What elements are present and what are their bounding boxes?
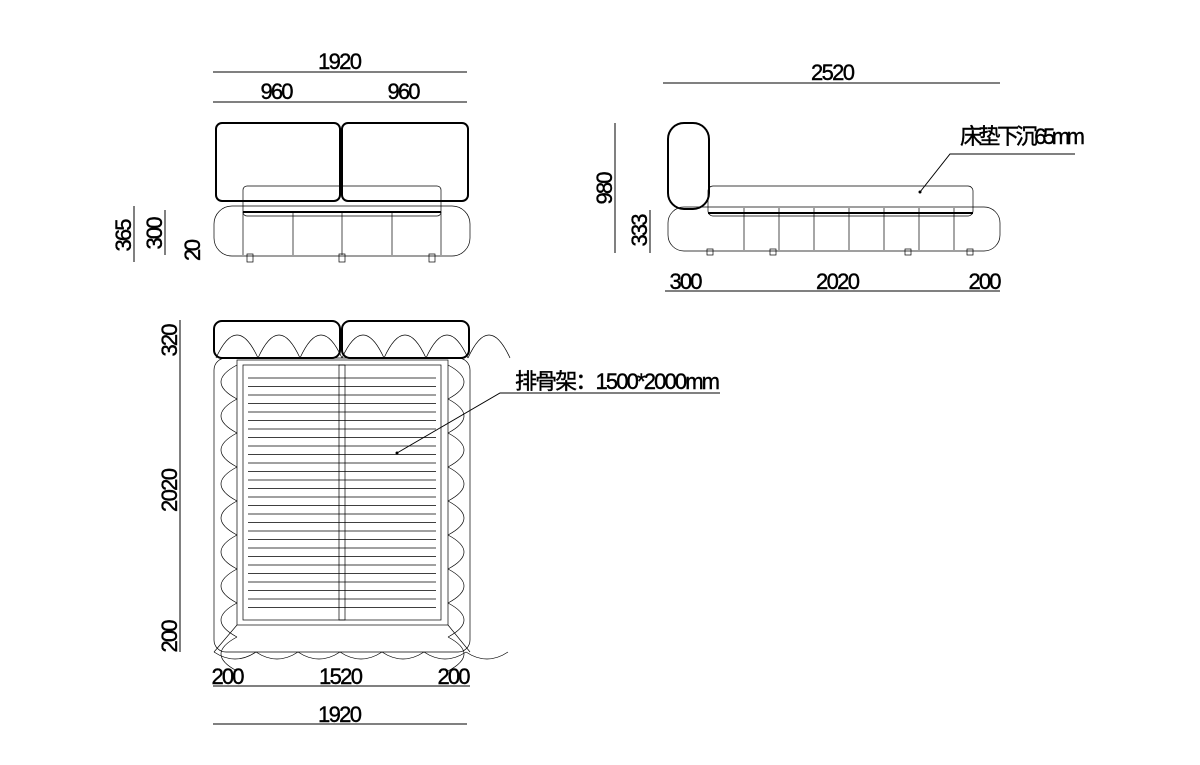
dim-overall-width: 1920 — [318, 49, 362, 74]
foot-lump — [297, 651, 341, 660]
dim-headboard-height: 980 — [592, 172, 617, 205]
dim-leg-height: 20 — [180, 239, 205, 261]
cushion-lump — [257, 334, 301, 359]
leg — [706, 248, 714, 256]
plan-inner-frame — [236, 359, 449, 626]
bed-base — [213, 205, 471, 257]
side-lump — [447, 534, 465, 570]
side-view: 2520 980 333 300 2020 200 床垫下沉65mm — [592, 60, 1085, 294]
side-lump — [447, 466, 465, 502]
dim-plan-foot-depth: 200 — [157, 620, 182, 653]
dim-side-right: 200 — [438, 664, 471, 689]
side-lump — [220, 398, 238, 434]
cushion-lump — [425, 334, 469, 359]
center-rail — [338, 364, 346, 621]
side-lump — [220, 432, 238, 468]
dim-plan-body-length: 2020 — [157, 468, 182, 512]
cushion-lump — [467, 334, 511, 359]
dim-half-width-right: 960 — [388, 79, 421, 104]
cushion-lump — [341, 334, 385, 359]
side-lump — [447, 636, 465, 672]
dim-height-base: 300 — [142, 217, 167, 250]
headboard-cushion-left — [215, 122, 341, 202]
side-lump — [447, 500, 465, 536]
side-lump — [447, 602, 465, 638]
dim-plan-headboard-depth: 320 — [157, 324, 182, 357]
side-lump — [220, 534, 238, 570]
base-seams — [242, 211, 442, 263]
side-lump — [220, 466, 238, 502]
dim-plan-overall-width: 1920 — [318, 702, 362, 727]
dim-half-width-left: 960 — [261, 79, 294, 104]
headboard-cushion-right — [341, 122, 469, 202]
bed-base-side — [667, 206, 1001, 252]
side-lump — [447, 364, 465, 400]
plan-headboard-right — [341, 320, 470, 359]
front-view: 1920 960 960 365 300 20 — [111, 49, 471, 263]
dim-inner-width: 1520 — [319, 664, 363, 689]
foot-lump — [423, 651, 467, 660]
dim-base-height: 333 — [627, 214, 652, 247]
leader-dot — [395, 451, 399, 455]
side-lump — [447, 568, 465, 604]
side-lump — [220, 602, 238, 638]
side-lump — [447, 432, 465, 468]
plan-view: 320 2020 200 200 1520 200 1920 排骨架：1500*… — [157, 320, 720, 727]
plan-headboard-left — [213, 320, 341, 359]
leg — [904, 248, 912, 256]
leader-dot — [918, 190, 922, 194]
leg — [338, 253, 346, 263]
corner-line — [447, 624, 471, 653]
slats — [213, 334, 511, 672]
mattress-note: 床垫下沉65mm — [960, 124, 1085, 149]
cushion-lump — [215, 334, 259, 359]
cushion-lump — [299, 334, 343, 359]
headboard-side — [667, 122, 710, 210]
side-lump — [220, 500, 238, 536]
side-lump — [220, 636, 238, 672]
slat-note: 排骨架：1500*2000mm — [515, 369, 720, 394]
side-lump — [447, 398, 465, 434]
leg — [769, 248, 777, 256]
leg — [966, 248, 974, 256]
leg — [246, 253, 254, 263]
dim-headboard-depth: 300 — [670, 269, 703, 294]
mattress-side — [707, 185, 974, 217]
leg — [428, 253, 436, 263]
dim-overall-length: 2520 — [811, 60, 855, 85]
foot-lump — [381, 651, 425, 660]
side-lump — [220, 568, 238, 604]
leader-line-slats — [396, 392, 720, 454]
side-lump — [220, 364, 238, 400]
dim-side-left: 200 — [212, 664, 245, 689]
corner-line — [213, 624, 238, 653]
foot-lump — [465, 651, 509, 660]
foot-lump — [213, 651, 257, 660]
dim-body-length: 2020 — [816, 269, 860, 294]
leader-line-mattress — [919, 153, 1075, 193]
plan-bed-base — [213, 357, 471, 653]
foot-lump — [255, 651, 299, 660]
base-seams-side — [706, 208, 974, 256]
dim-height-total: 365 — [111, 219, 136, 252]
cushion-lump — [383, 334, 427, 359]
foot-lump — [339, 651, 383, 660]
dim-footboard-depth: 200 — [969, 269, 1002, 294]
